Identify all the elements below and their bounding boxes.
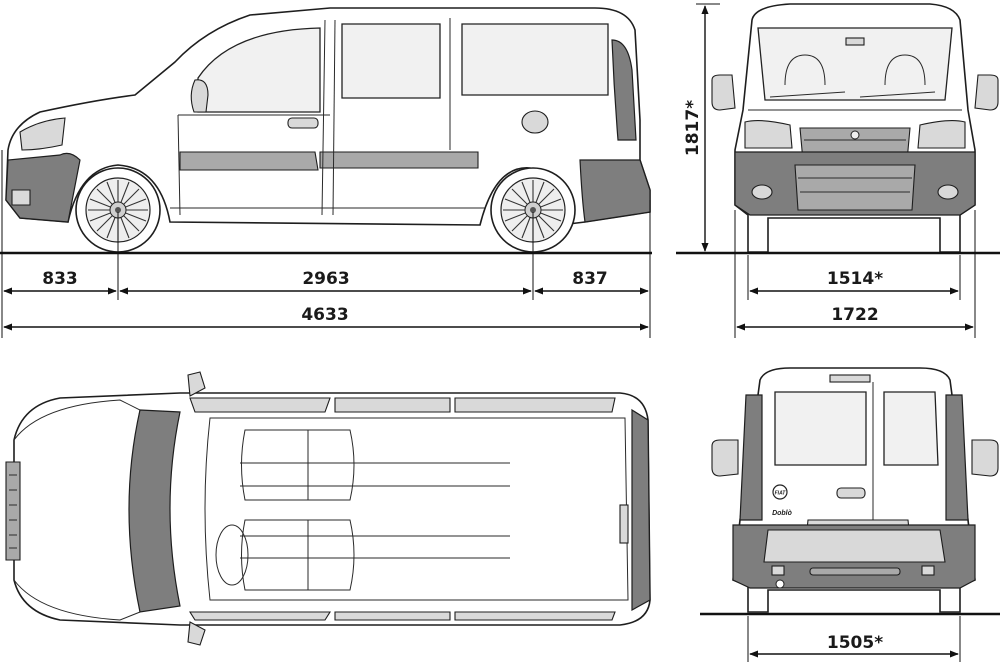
wheelbase-label: 2963 [302, 269, 349, 289]
side-view [0, 7, 652, 255]
overall-length-label: 4633 [301, 305, 348, 325]
front-dimensions: 1817* 1514* 1722 [683, 3, 976, 338]
rear-track-label: 1505* [827, 633, 883, 653]
height-label: 1817* [683, 100, 703, 156]
top-view [5, 371, 651, 646]
model-badge: Doblò [772, 510, 793, 517]
overall-width-label: 1722 [831, 305, 878, 325]
front-overhang-label: 833 [42, 269, 78, 289]
front-track-label: 1514* [827, 269, 883, 289]
side-dimensions: 833 2963 837 4633 [1, 150, 651, 338]
brand-badge: FIAT [775, 491, 787, 497]
rear-dimensions: 1505* [747, 616, 961, 662]
rear-overhang-label: 837 [572, 269, 608, 289]
rear-view: FIAT Doblò [700, 367, 1000, 616]
front-view [676, 3, 1000, 255]
